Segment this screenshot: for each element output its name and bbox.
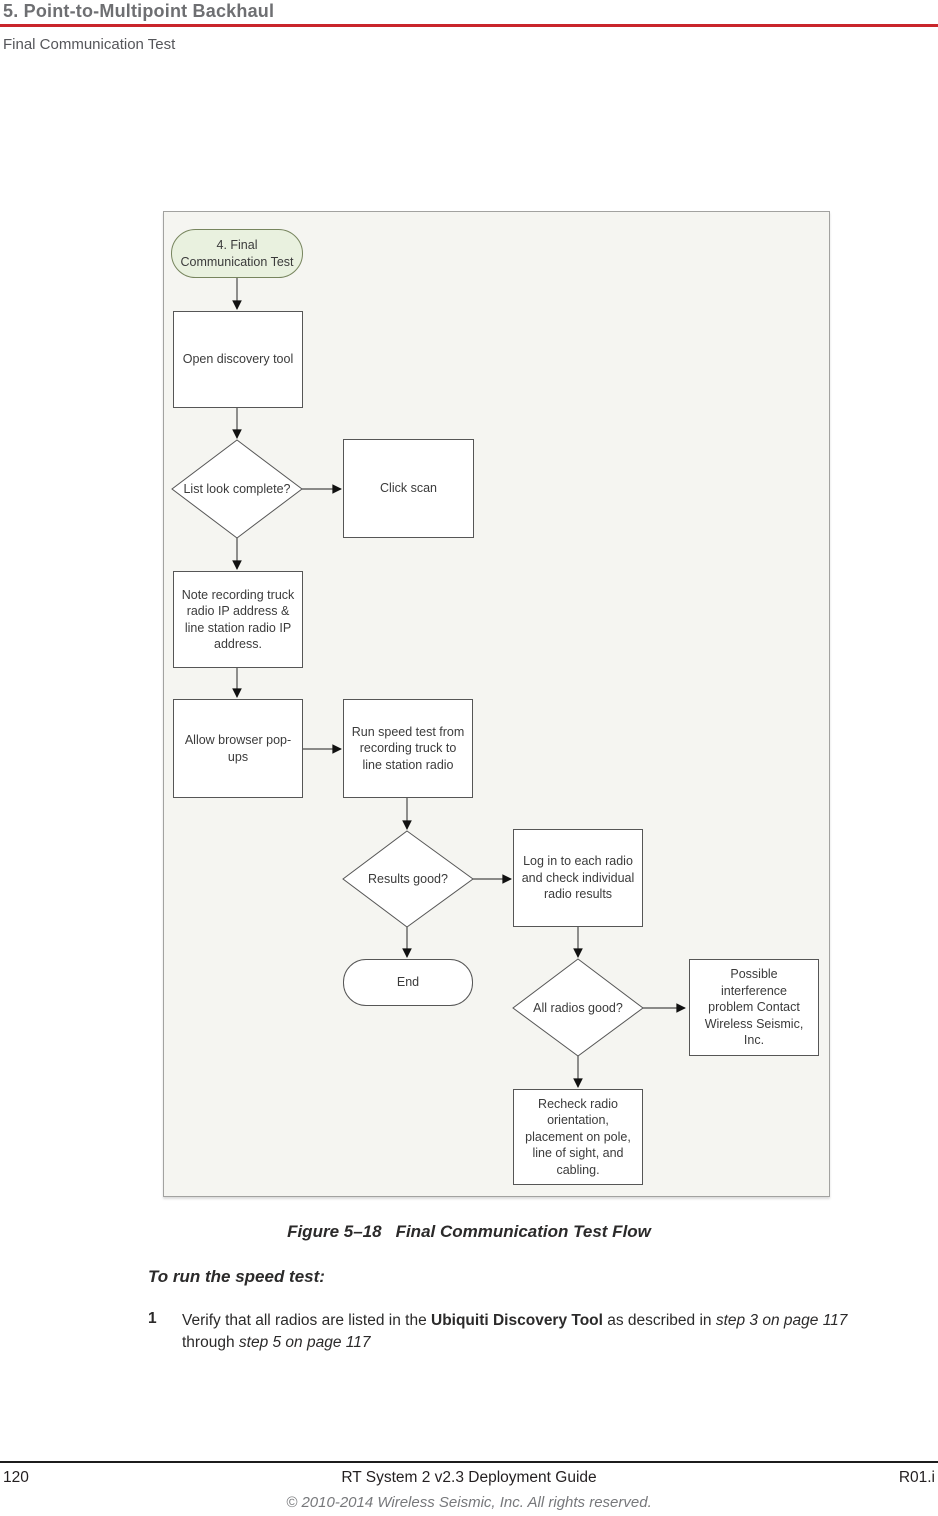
chapter-rule-divider xyxy=(0,24,938,27)
text-segment: Verify that all radios are listed in the xyxy=(182,1312,431,1329)
step-number: 1 xyxy=(148,1310,157,1327)
section-title: Final Communication Test xyxy=(3,36,176,53)
footer-copyright: © 2010-2014 Wireless Seismic, Inc. All r… xyxy=(286,1494,652,1511)
text-segment: step 5 on page 117 xyxy=(238,1334,371,1351)
flow-node-start: 4. Final Communication Test xyxy=(171,229,303,278)
decision-diamond-results-good xyxy=(342,830,474,928)
flow-node-login-each-radio: Log in to each radio and check individua… xyxy=(513,829,643,927)
procedure-heading: To run the speed test: xyxy=(148,1267,325,1286)
decision-diamond-all-radios-good xyxy=(512,958,644,1057)
footer-document-title: RT System 2 v2.3 Deployment Guide xyxy=(341,1469,597,1486)
text-segment: step 3 on page 117 xyxy=(715,1312,848,1329)
footer-page-number: 120 xyxy=(3,1469,29,1486)
flowchart-connectors xyxy=(171,278,686,1088)
flowchart-panel: 4. Final Communication Test Open discove… xyxy=(163,211,830,1197)
flow-node-possible-interference: Possible interference problem Contact Wi… xyxy=(689,959,819,1056)
flow-node-open-discovery-tool: Open discovery tool xyxy=(173,311,303,408)
flow-node-allow-popups: Allow browser pop-ups xyxy=(173,699,303,798)
figure-title: Final Communication Test Flow xyxy=(395,1222,651,1241)
decision-diamond-list-look-complete xyxy=(171,439,303,539)
figure-caption: Figure 5–18 Final Communication Test Flow xyxy=(0,1222,938,1242)
connector-lines xyxy=(232,278,686,1088)
flow-node-end: End xyxy=(343,959,473,1006)
chapter-title: 5. Point-to-Multipoint Backhaul xyxy=(3,1,275,21)
figure-label: Figure 5–18 xyxy=(287,1222,382,1241)
footer-rule-divider xyxy=(0,1461,938,1463)
flow-node-note-ip-addresses: Note recording truck radio IP address & … xyxy=(173,571,303,668)
text-segment: Ubiquiti Discovery Tool xyxy=(431,1312,603,1329)
text-segment: through xyxy=(182,1334,239,1351)
flow-node-click-scan: Click scan xyxy=(343,439,474,538)
text-segment: as described in xyxy=(602,1312,716,1329)
flow-node-run-speed-test: Run speed test from recording truck to l… xyxy=(343,699,473,798)
flow-node-recheck-radio: Recheck radio orientation, placement on … xyxy=(513,1089,643,1185)
step-text: Verify that all radios are listed in the… xyxy=(182,1310,872,1354)
footer-revision: R01.i xyxy=(898,1469,935,1486)
